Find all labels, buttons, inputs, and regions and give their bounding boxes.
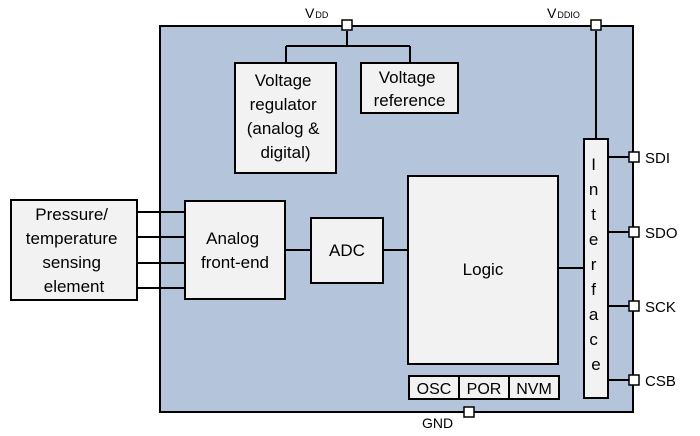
vddio-label: VDDIO: [547, 5, 580, 21]
sdi-pad: [628, 151, 640, 163]
interface-pin-links: [608, 156, 629, 381]
sensing-element-line-4: element: [44, 277, 105, 296]
interface-letter: e: [591, 355, 600, 374]
vdd-bus: [285, 31, 411, 63]
interface-letter: I: [591, 155, 596, 174]
adc-label: ADC: [329, 241, 365, 260]
nvm-label: NVM: [516, 381, 552, 398]
voltage-regulator-block: [234, 62, 337, 174]
csb-label: CSB: [645, 373, 676, 390]
sensor-afe-links: [137, 211, 185, 289]
voltage-reference-line-1: Voltage: [379, 68, 436, 87]
voltage-regulator-line-2: regulator: [250, 95, 317, 114]
gnd-label: GND: [422, 415, 453, 431]
interface-letter: f: [591, 280, 596, 299]
analog-front-end-line-2: front-end: [201, 253, 269, 272]
svg-text:I n t e r: I n t e r f a c e: [589, 155, 603, 374]
interface-letter: e: [589, 230, 598, 249]
osc-label: OSC: [417, 381, 452, 398]
vdd-label: VDD: [305, 5, 329, 21]
svg-text:Analog front-end: Analog front-end: [201, 229, 269, 272]
interface-letter: n: [589, 180, 598, 199]
vddio-pad: [590, 19, 602, 31]
sdo-label: SDO: [645, 225, 678, 242]
csb-pad: [628, 374, 640, 386]
sck-label: SCK: [645, 299, 676, 316]
voltage-regulator-line-3: (analog &: [247, 119, 320, 138]
voltage-regulator-line-4: digital): [260, 143, 310, 162]
logic-block: [407, 175, 559, 365]
sdi-label: SDI: [645, 150, 670, 167]
sensing-element-line-3: sensing: [42, 253, 101, 272]
analog-front-end-line-1: Analog: [206, 229, 259, 248]
gnd-pad: [463, 406, 475, 418]
vdd-pad: [341, 19, 353, 31]
svg-text:Pressure/ temperature: Pressure/ temperature sensing element: [26, 205, 122, 296]
voltage-reference-line-2: reference: [374, 91, 446, 110]
interface-letter: a: [589, 305, 599, 324]
voltage-reference-block: [360, 62, 459, 114]
sensing-element-line-2: temperature: [26, 229, 118, 248]
interface-block: [583, 138, 609, 399]
sensing-element-block: [10, 199, 138, 301]
sensing-element-line-1: Pressure/: [35, 205, 108, 224]
svg-text:Voltage reference: Voltage reference: [374, 68, 446, 110]
analog-front-end-block: [184, 200, 286, 300]
por-label: POR: [467, 381, 502, 398]
interface-letter: t: [591, 205, 596, 224]
sck-pad: [628, 300, 640, 312]
svg-text:Voltage regulator (ana: Voltage regulator (analog & digital): [247, 71, 325, 162]
adc-block: [310, 217, 384, 284]
sdo-pad: [628, 226, 640, 238]
logic-label: Logic: [463, 260, 504, 279]
interface-letter: c: [589, 330, 598, 349]
interface-letter: r: [591, 255, 597, 274]
voltage-regulator-line-1: Voltage: [255, 71, 312, 90]
nvm-block: [508, 375, 560, 400]
